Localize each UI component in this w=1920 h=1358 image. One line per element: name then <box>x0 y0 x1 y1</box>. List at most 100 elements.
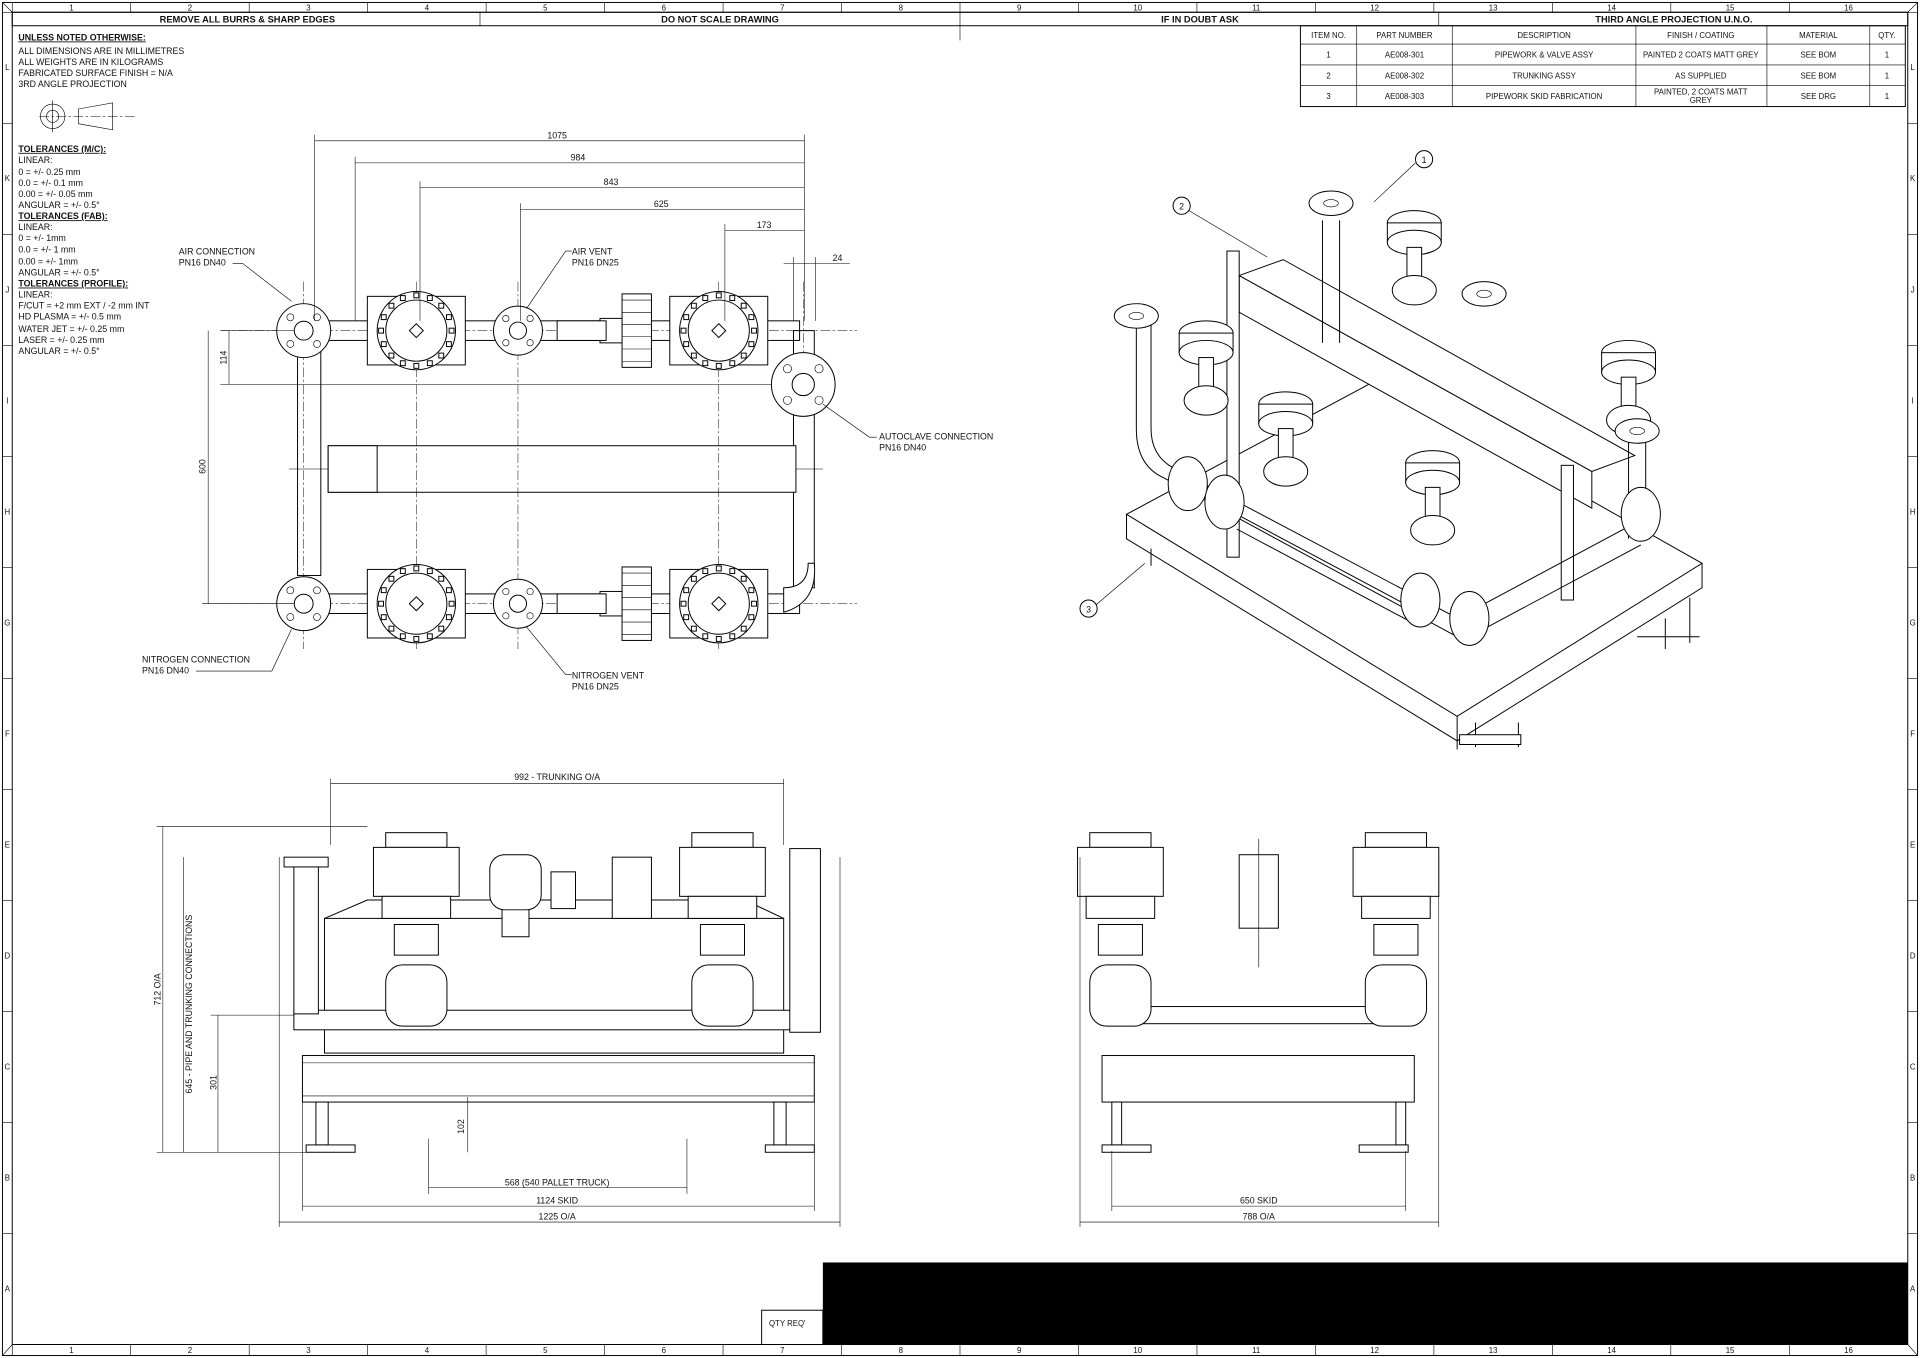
column-zone-label: 14 <box>1607 1346 1616 1355</box>
valve-bolt <box>413 292 420 299</box>
valve-bolt <box>715 292 722 299</box>
valve-yoke <box>1373 924 1419 956</box>
valve-body-icon <box>1089 964 1152 1027</box>
valve-bolt <box>399 568 406 575</box>
valve-bolt <box>680 327 687 334</box>
row-zone-label: K <box>5 174 11 183</box>
note-line: 3RD ANGLE PROJECTION <box>18 79 127 89</box>
valve-bolt <box>399 633 406 640</box>
valve-hub <box>711 596 727 612</box>
bom-cell: PIPEWORK & VALVE ASSY <box>1495 51 1594 60</box>
column-zone-label: 4 <box>425 3 430 12</box>
dim-301: 301 <box>209 1075 219 1090</box>
qty-required-label: QTY REQ' <box>769 1319 806 1328</box>
row-zone-label: E <box>1910 840 1915 849</box>
actuator-cap-icon <box>691 832 754 848</box>
tol-line: 0.0 = +/- 1 mm <box>18 244 75 254</box>
bolt-hole <box>526 315 534 323</box>
callout-nitrogen-spec: PN16 DN40 <box>142 665 189 675</box>
bolt-hole <box>313 313 321 322</box>
bom-cell: 1 <box>1885 92 1889 101</box>
iso-pipe-flange <box>1204 474 1245 530</box>
iso-flange-bore <box>1323 199 1339 208</box>
bom-header: FINISH / COATING <box>1667 31 1734 40</box>
iso-pipe-flange <box>1449 590 1490 646</box>
row-zone-label: L <box>1910 63 1915 72</box>
bom-header: ITEM NO. <box>1311 31 1346 40</box>
bom-cell: PIPEWORK SKID FABRICATION <box>1486 92 1603 101</box>
note-burrs: REMOVE ALL BURRS & SHARP EDGES <box>160 15 335 25</box>
column-zone-label: 1 <box>69 1346 73 1355</box>
callout-nitrogen-vent: NITROGEN VENT <box>572 670 645 680</box>
column-zone-label: 3 <box>306 1346 311 1355</box>
valve-hub <box>711 323 727 339</box>
tol-line: ANGULAR = +/- 0.5° <box>18 200 99 210</box>
bolt-hole <box>502 588 510 596</box>
bom-cell: AE008-303 <box>1385 92 1425 101</box>
valve-bolt <box>702 360 709 367</box>
valve-bolt <box>751 600 757 607</box>
valve-bolt <box>729 568 736 575</box>
callout-autoclave-connection: AUTOCLAVE CONNECTION <box>879 432 993 442</box>
dim-1124-skid: 1124 SKID <box>536 1196 578 1206</box>
balloon-2: 2 <box>1179 201 1184 211</box>
bolt-hole <box>783 364 792 374</box>
tol-line: WATER JET = +/- 0.25 mm <box>18 324 124 334</box>
dim-650-skid: 650 SKID <box>1240 1196 1278 1206</box>
actuator-body <box>679 846 766 897</box>
iso-flange-bore <box>1128 311 1144 320</box>
valve-bolt <box>729 360 736 367</box>
valve-bonnet <box>1361 895 1431 919</box>
bill-of-materials-table: ITEM NO. PART NUMBER DESCRIPTION FINISH … <box>1299 25 1906 108</box>
valve-bolt <box>426 360 433 367</box>
tol-fab-title: TOLERANCES (FAB): <box>18 211 107 221</box>
valve-bolt <box>690 352 697 359</box>
column-zone-label: 2 <box>188 3 192 12</box>
bom-cell: PAINTED, 2 COATS MATT <box>1654 87 1748 96</box>
tol-line: 0 = +/- 1mm <box>18 233 65 243</box>
tol-line: HD PLASMA = +/- 0.5 mm <box>18 312 121 322</box>
front-dimensions: 992 - TRUNKING O/A 712 O/A 645 - PIPE AN… <box>152 772 841 1227</box>
valve-yoke <box>699 924 745 956</box>
dim-992-trunking: 992 - TRUNKING O/A <box>514 772 600 782</box>
valve-bolt <box>748 341 755 348</box>
bom-row: 3 AE008-303 PIPEWORK SKID FABRICATION PA… <box>1326 87 1889 105</box>
row-zone-label: D <box>1910 951 1916 960</box>
valve-body-icon <box>1364 964 1428 1027</box>
row-zone-label: A <box>5 1284 11 1293</box>
valve-ring <box>687 299 750 362</box>
valve-bolt <box>715 565 722 572</box>
bolt-hole <box>526 588 534 596</box>
actuator-icon <box>621 566 652 641</box>
bolt-hole <box>502 612 510 620</box>
actuator-cap-icon <box>1089 832 1152 848</box>
bom-cell: PAINTED 2 COATS MATT GREY <box>1643 51 1759 60</box>
bom-cell: 3 <box>1326 92 1331 101</box>
column-zone-label: 7 <box>780 1346 784 1355</box>
dim-843: 843 <box>604 177 619 187</box>
flange-bore <box>293 593 314 614</box>
valve-actuator-icon <box>679 290 759 371</box>
tol-line: ANGULAR = +/- 0.5° <box>18 268 99 278</box>
valve-ring <box>687 572 750 635</box>
column-zone-label: 11 <box>1252 3 1260 12</box>
valve-body <box>1410 515 1456 546</box>
row-zone-label: K <box>1910 174 1916 183</box>
dim-712-oa: 712 O/A <box>152 973 162 1005</box>
valve-bolt <box>438 302 445 309</box>
tol-line: LASER = +/- 0.25 mm <box>18 335 104 345</box>
callout-nitrogen-vent-spec: PN16 DN25 <box>572 681 619 691</box>
tol-line: 0.0 = +/- 0.1 mm <box>18 178 83 188</box>
valve-bolt <box>690 575 697 582</box>
valve-bolt <box>715 636 722 642</box>
pipe-spool <box>556 320 607 341</box>
valve-hub <box>408 323 424 339</box>
bolt-hole <box>313 340 321 348</box>
bolt-hole <box>286 313 295 322</box>
column-zone-label: 16 <box>1844 3 1853 12</box>
iso-flange-icon <box>1461 281 1507 307</box>
flange-icon <box>770 352 836 417</box>
note-line: ALL DIMENSIONS ARE IN MILLIMETRES <box>18 46 184 56</box>
bolt-hole <box>313 613 321 621</box>
